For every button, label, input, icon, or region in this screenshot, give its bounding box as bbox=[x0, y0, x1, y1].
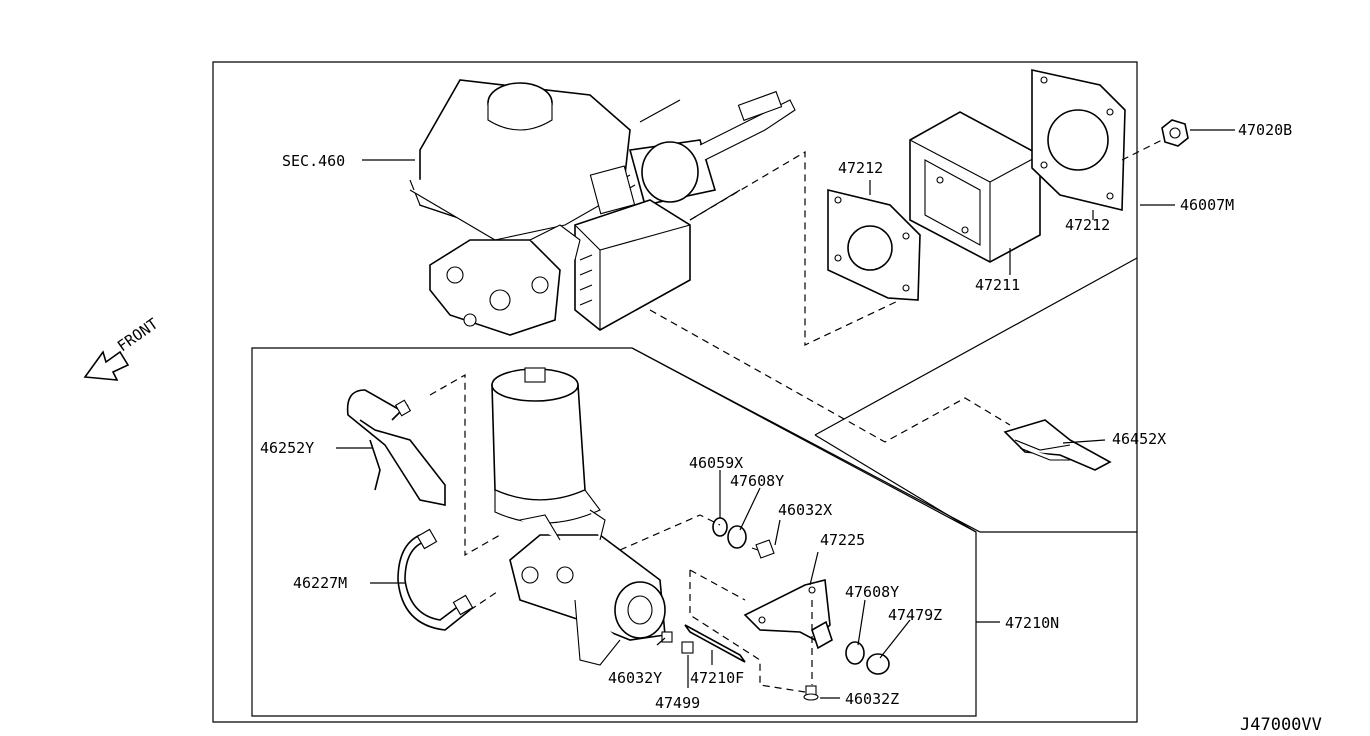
label-47608y-lower: 47608Y bbox=[845, 583, 899, 601]
label-47212-top: 47212 bbox=[838, 159, 883, 177]
hose-46227m bbox=[397, 528, 474, 631]
pin-47210f bbox=[684, 624, 746, 663]
bolt-46032z bbox=[803, 685, 819, 701]
pump-motor bbox=[509, 509, 666, 666]
label-46032y: 46032Y bbox=[608, 669, 662, 687]
dash-lines-lower bbox=[429, 373, 501, 557]
dash-nut bbox=[1121, 139, 1163, 161]
outer-frame bbox=[212, 61, 1138, 723]
cap-47479z bbox=[866, 653, 890, 675]
accumulator-cylinder bbox=[491, 367, 601, 524]
label-46059x: 46059X bbox=[689, 454, 743, 472]
bracket-47225 bbox=[743, 579, 833, 650]
label-47210n: 47210N bbox=[1005, 614, 1059, 632]
label-46227m: 46227M bbox=[293, 574, 347, 592]
label-46452x: 46452X bbox=[1112, 430, 1166, 448]
bracket-box-47211 bbox=[909, 111, 1041, 263]
label-47212-right: 47212 bbox=[1065, 216, 1110, 234]
bolt-46032y bbox=[661, 631, 673, 643]
dash-lines-upper bbox=[649, 309, 1011, 443]
washer-47608y-lower bbox=[845, 641, 865, 665]
label-47479z: 47479Z bbox=[888, 606, 942, 624]
label-47225: 47225 bbox=[820, 531, 865, 549]
master-cylinder-assembly bbox=[409, 79, 796, 336]
gasket-47212-left bbox=[827, 188, 921, 301]
bolt-46032x bbox=[751, 539, 775, 559]
label-47211: 47211 bbox=[975, 276, 1020, 294]
frame-diagonal-1 bbox=[631, 347, 1137, 533]
subassembly-frame bbox=[251, 347, 977, 717]
label-46032x: 46032X bbox=[778, 501, 832, 519]
dash-bracket-2 bbox=[689, 569, 746, 601]
washer-47608y-upper bbox=[727, 525, 747, 549]
label-47020b: 47020B bbox=[1238, 121, 1292, 139]
label-47210f: 47210F bbox=[690, 669, 744, 687]
leaders bbox=[336, 129, 1235, 699]
label-46007m: 46007M bbox=[1180, 196, 1234, 214]
label-sec460: SEC.460 bbox=[282, 152, 345, 170]
hose-46252y bbox=[346, 389, 446, 506]
collar-47499 bbox=[681, 641, 694, 654]
label-46252y: 46252Y bbox=[260, 439, 314, 457]
front-arrow-icon bbox=[83, 350, 130, 381]
frame-diagonal-2 bbox=[814, 257, 1138, 436]
dash-bracket bbox=[689, 570, 806, 693]
nut-47020b bbox=[1161, 119, 1189, 147]
dash-hose-lower bbox=[469, 589, 501, 611]
frame-diagonal-3 bbox=[814, 434, 977, 533]
gasket-47212-right bbox=[1031, 69, 1126, 212]
label-47499: 47499 bbox=[655, 694, 700, 712]
clip-46452x bbox=[1003, 419, 1112, 471]
label-46032z: 46032Z bbox=[845, 690, 899, 708]
dash-washer bbox=[619, 514, 721, 551]
washer-46059x bbox=[712, 517, 728, 537]
label-47608y-upper: 47608Y bbox=[730, 472, 784, 490]
dash-box-left bbox=[689, 150, 901, 346]
label-front: FRONT bbox=[114, 315, 161, 356]
label-diagram-code: J47000VV bbox=[1240, 715, 1322, 735]
